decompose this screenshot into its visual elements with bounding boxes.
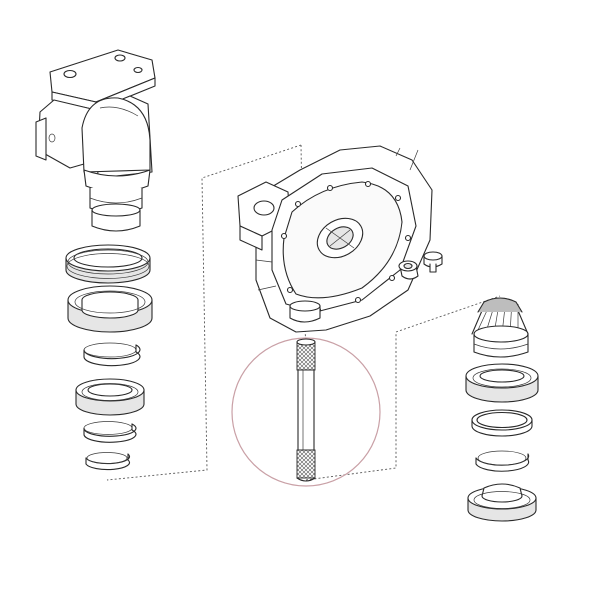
shaft[interactable]	[296, 338, 316, 482]
mount-nut[interactable]	[398, 260, 419, 280]
leader-line-shaft-bottom	[305, 295, 501, 481]
upper-circlip[interactable]	[83, 342, 141, 367]
gear-case[interactable]	[237, 145, 433, 333]
right-ring-2[interactable]	[475, 450, 530, 472]
mount-bolt[interactable]	[423, 251, 443, 273]
upper-seal[interactable]	[65, 244, 151, 284]
leader-line-left	[106, 144, 302, 481]
upper-bearing[interactable]	[67, 285, 153, 333]
mid-bearing[interactable]	[75, 378, 145, 416]
right-bearing[interactable]	[465, 363, 539, 403]
bevel-gear[interactable]	[471, 297, 529, 358]
lower-snap-ring[interactable]	[83, 421, 137, 443]
upper-housing[interactable]	[35, 49, 156, 232]
bottom-snap-ring[interactable]	[85, 452, 131, 471]
right-seal-cap[interactable]	[467, 483, 537, 522]
shaft-highlight-circle	[231, 337, 381, 487]
right-ring-1[interactable]	[471, 409, 533, 437]
